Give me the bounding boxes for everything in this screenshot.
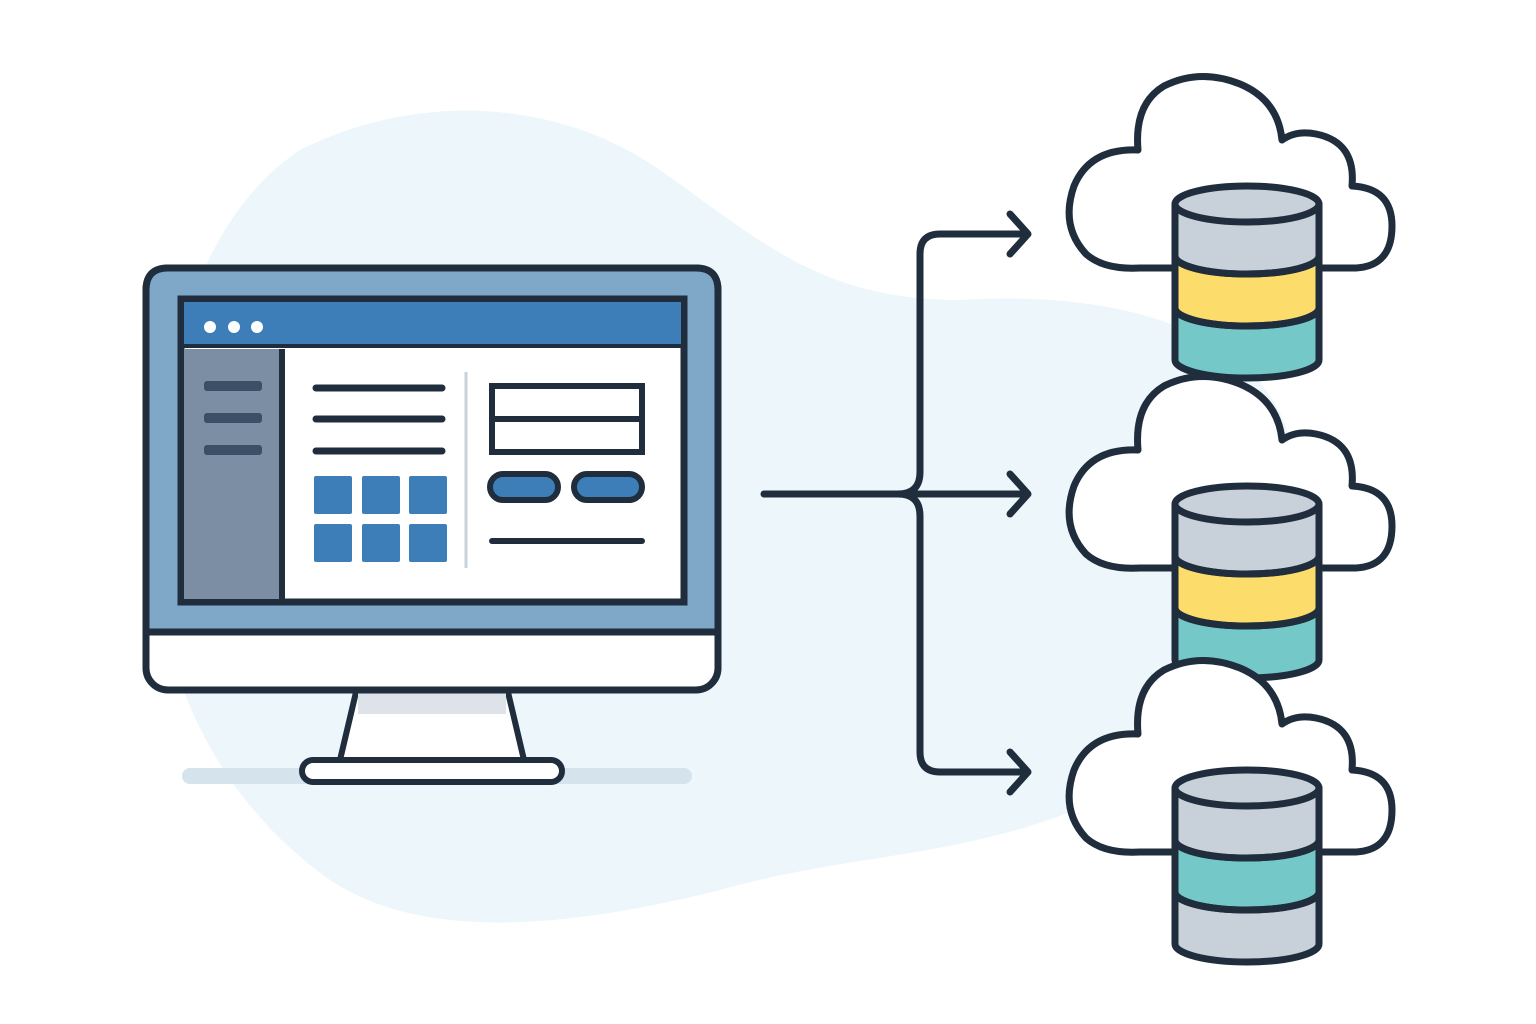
arrowhead-icon bbox=[1006, 210, 1032, 258]
database-top bbox=[1171, 182, 1323, 226]
database-top bbox=[1171, 766, 1323, 810]
sidebar-item-icon bbox=[204, 413, 262, 423]
window-dot-icon bbox=[228, 321, 240, 333]
database-layer-divider bbox=[1171, 891, 1323, 914]
database-layer-divider bbox=[1171, 255, 1323, 278]
cloud-database-icon bbox=[1065, 372, 1396, 682]
window-dot-icon bbox=[251, 321, 263, 333]
cloud-database-icon bbox=[1065, 72, 1396, 382]
tile bbox=[314, 476, 352, 514]
database-layer-divider bbox=[1171, 555, 1323, 578]
tile-grid bbox=[314, 476, 447, 562]
sidebar-item-icon bbox=[204, 445, 262, 455]
arrowhead-icon bbox=[1006, 470, 1032, 518]
tile bbox=[314, 524, 352, 562]
window-dot-icon bbox=[204, 321, 216, 333]
monitor-icon bbox=[142, 264, 722, 785]
button-shape bbox=[571, 471, 645, 503]
cloud-database-icon bbox=[1065, 656, 1396, 966]
database-layer-divider bbox=[1171, 307, 1323, 330]
connector-bottom bbox=[894, 490, 1030, 776]
window-titlebar bbox=[184, 302, 681, 346]
tile bbox=[409, 524, 447, 562]
tile bbox=[409, 476, 447, 514]
database-layer-divider bbox=[1171, 607, 1323, 630]
database-layer-divider bbox=[1171, 839, 1323, 862]
arrowhead-icon bbox=[1006, 748, 1032, 796]
tile bbox=[362, 476, 400, 514]
tile bbox=[362, 524, 400, 562]
database-top bbox=[1171, 482, 1323, 526]
button-shape bbox=[487, 471, 561, 503]
sidebar-item-icon bbox=[204, 381, 262, 391]
branching-arrow bbox=[760, 210, 1032, 796]
monitor-stand-base bbox=[299, 757, 565, 785]
monitor-stand-shade bbox=[358, 692, 506, 714]
